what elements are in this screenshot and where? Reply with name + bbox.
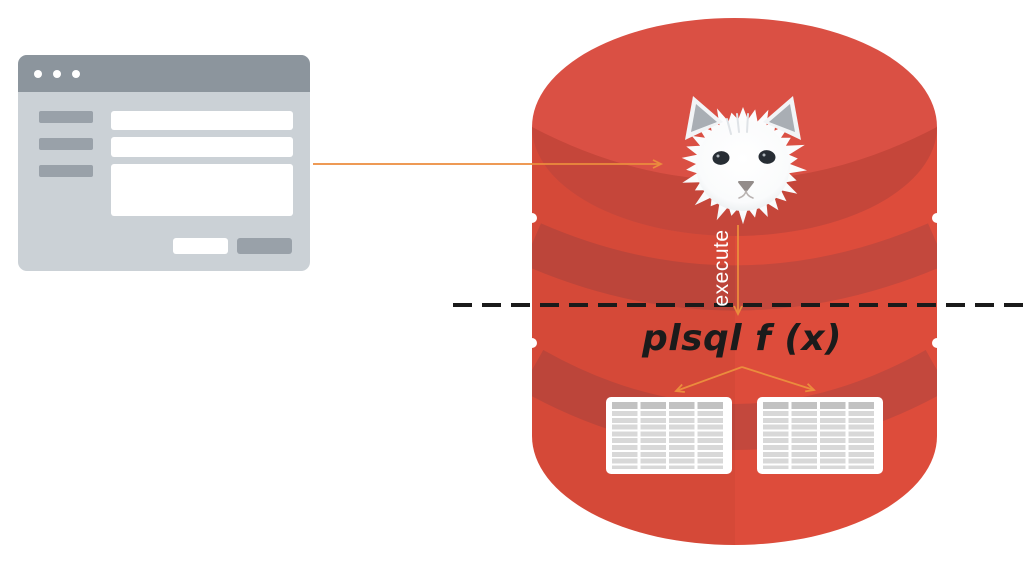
cat-eye-left xyxy=(712,151,730,165)
db-notch xyxy=(532,338,537,348)
secondary-button xyxy=(173,238,228,254)
cat-eye-highlight xyxy=(716,154,720,158)
cat-eye-right xyxy=(758,150,776,164)
db-notch xyxy=(932,338,937,348)
cat-face-icon xyxy=(681,96,807,225)
table-icon-right xyxy=(757,397,883,474)
cat-forehead-fur xyxy=(726,113,749,135)
form-field-label xyxy=(39,165,93,177)
form-field-label xyxy=(39,138,93,150)
table-header-row xyxy=(612,402,726,409)
browser-window-icon xyxy=(18,55,310,271)
cat-head xyxy=(696,121,790,211)
fork-arrow-left-icon xyxy=(674,366,743,393)
table-icon-left xyxy=(606,397,732,474)
db-band-upper xyxy=(532,223,937,311)
fork-arrow-right-icon xyxy=(741,366,816,393)
execute-label: execute xyxy=(710,229,733,307)
cat-inner-ear-right xyxy=(769,104,795,132)
window-dot-icon xyxy=(34,69,42,78)
cat-nose xyxy=(738,181,754,192)
db-notch xyxy=(532,213,537,223)
cat-eye-highlight xyxy=(762,153,766,157)
browser-titlebar xyxy=(18,55,310,92)
db-band-lower xyxy=(532,349,937,450)
form-text-input xyxy=(111,137,293,157)
primary-button xyxy=(237,238,292,254)
plsql-function-label: plsql f (x) xyxy=(641,318,843,359)
window-dot-icon xyxy=(53,69,61,78)
table-rows xyxy=(763,411,877,469)
cat-mouth xyxy=(738,190,754,199)
form-field-label xyxy=(39,111,93,123)
table-header-row xyxy=(763,402,877,409)
db-notch xyxy=(932,213,937,223)
window-dot-icon xyxy=(72,69,80,78)
form-textarea xyxy=(111,164,293,216)
form-text-input xyxy=(111,111,293,130)
cat-inner-ear-left xyxy=(691,104,717,132)
table-rows xyxy=(612,411,726,469)
